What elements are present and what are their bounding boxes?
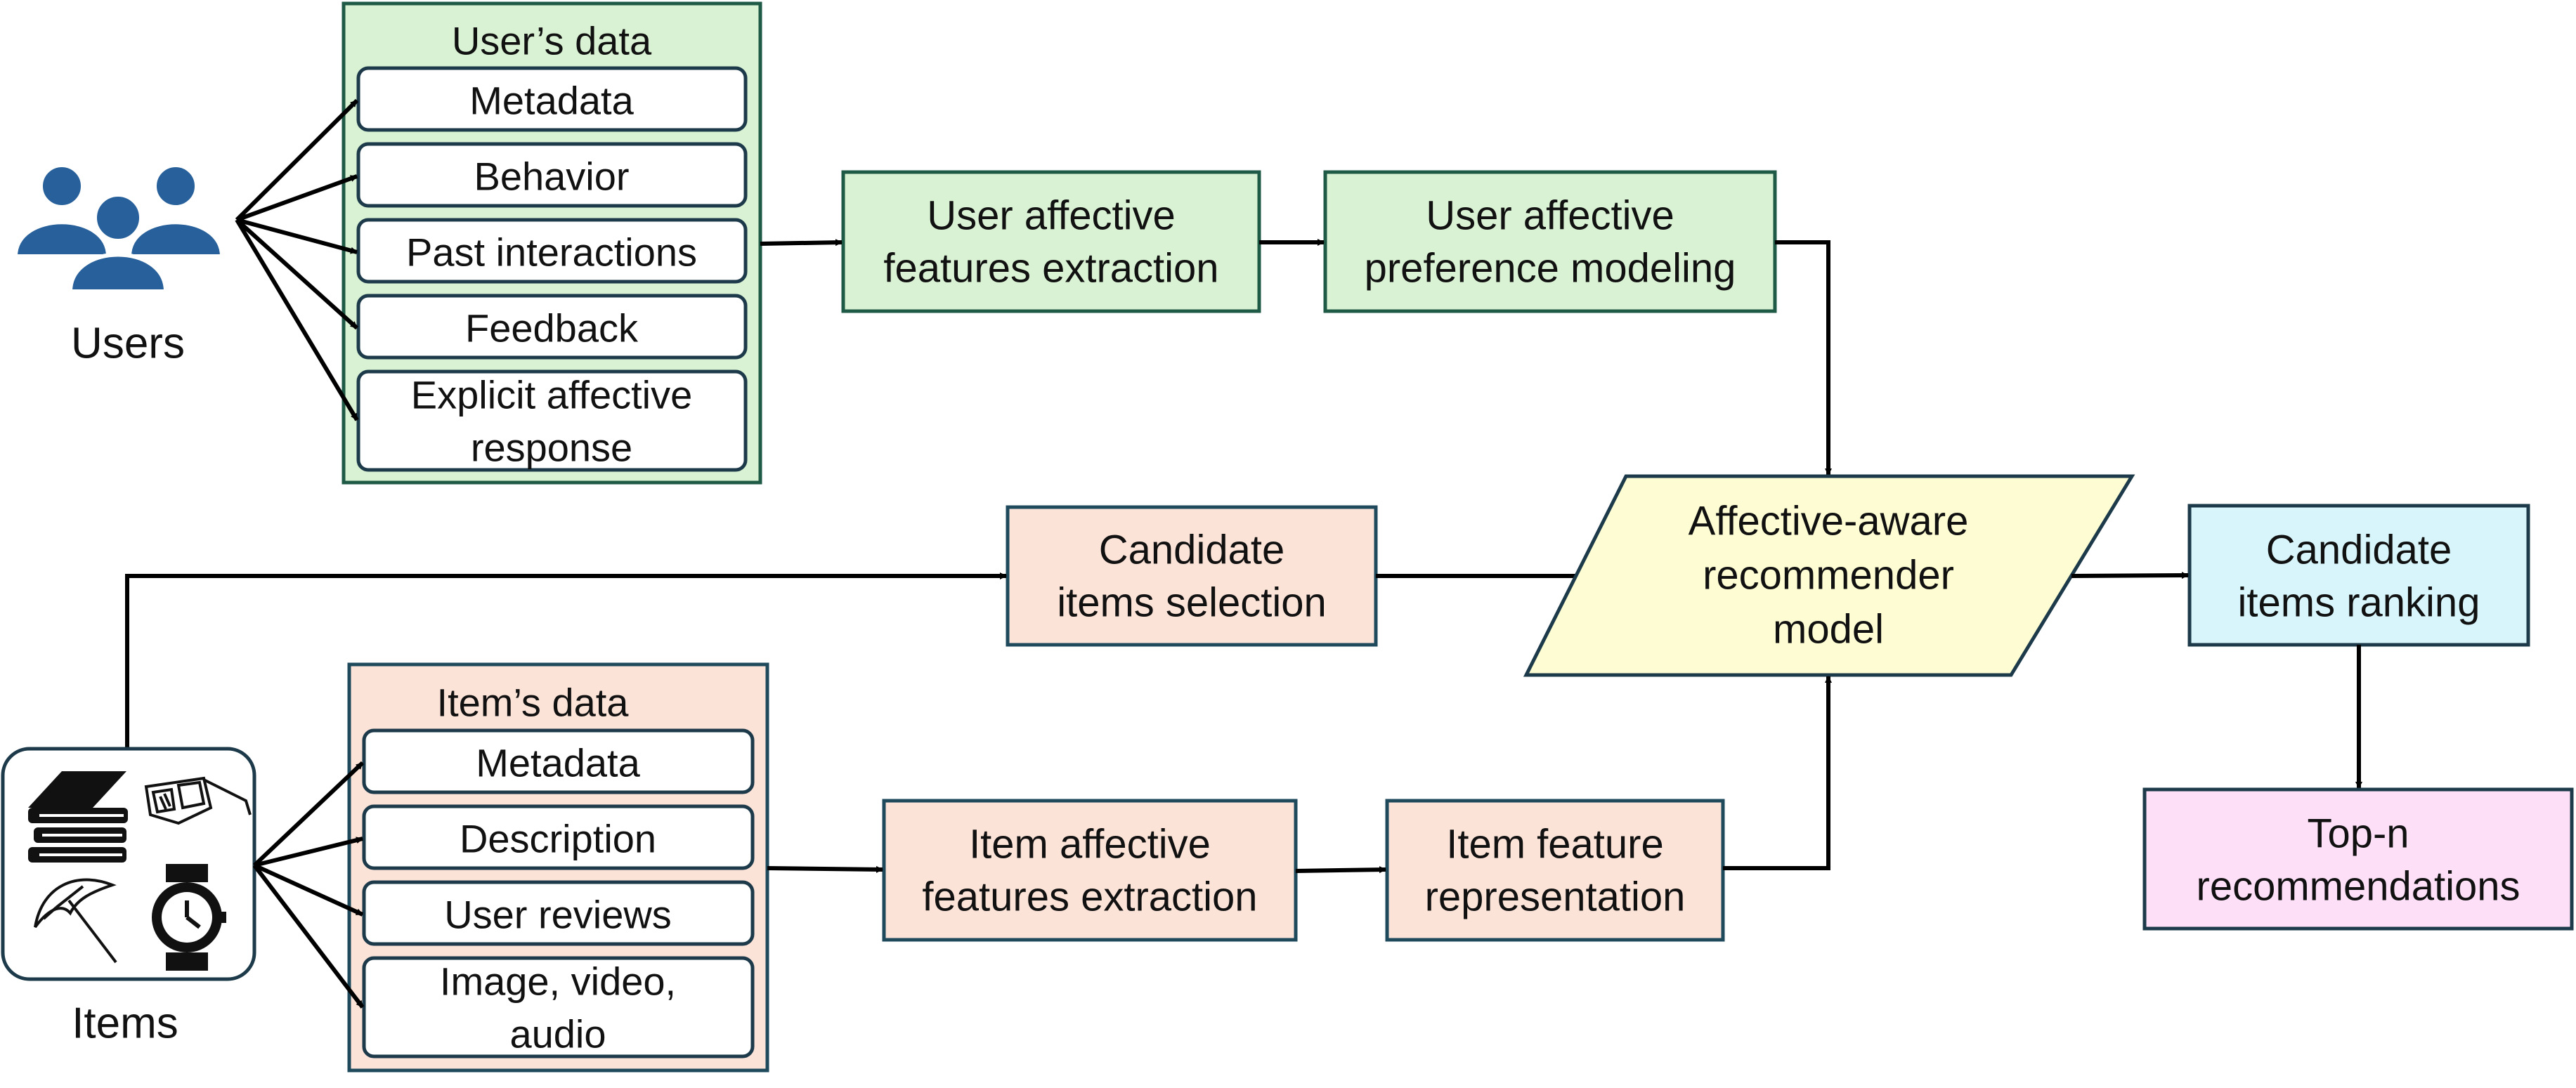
top-n-line-1: Top-n [2307,811,2409,857]
user-data-item-box [356,66,748,132]
user-affective-features-extraction-box [841,170,1261,313]
user-modeling-line-2: preference modeling [1365,246,1736,291]
user-data-item-behavior: Behavior [474,155,629,199]
item-data-item-description: Description [460,817,656,861]
user-affective-preference-modeling-box [1323,170,1777,313]
items-icons-box [1,747,256,981]
user-data-item-response: response [471,426,632,470]
arrow-modeling-to-model [1775,240,1832,476]
user-data-item-feedback: Feedback [465,306,639,350]
candidate-items-ranking-box [2187,504,2530,647]
wristwatch-icon [152,864,226,971]
item-data-panel: Item’s data Metadata Description User re… [347,662,769,1073]
item-representation-line-1: Item feature [1446,822,1663,867]
user-data-item-past-interactions: Past interactions [406,230,697,275]
candidate-selection-line-1: Candidate [1099,527,1284,573]
item-representation-line-2: representation [1425,874,1686,920]
arrow-items-to-candidate-selection [125,572,1007,747]
ranking-line-1: Candidate [2266,527,2452,573]
item-data-item-metadata: Metadata [476,741,640,785]
candidate-items-selection-box [1006,505,1378,647]
item-data-item-box [362,804,755,870]
item-extraction-line-2: features extraction [922,874,1257,920]
umbrella-icon [34,878,117,964]
affective-aware-recommender-model-box [1523,474,2135,677]
item-data-item-user-reviews: User reviews [444,893,672,937]
item-data-item-box [362,956,755,1058]
items-fan-arrows [252,761,365,1009]
top-n-line-2: recommendations [2197,864,2520,910]
items-label: Items [72,999,178,1048]
user-extraction-line-2: features extraction [883,246,1218,291]
user-data-panel: User’s data Metadata Behavior Past inter… [341,1,762,485]
arrow-item-data-to-extraction [767,865,883,873]
user-data-item-explicit-affective: Explicit affective [411,373,692,417]
arrow-model-to-ranking [2071,572,2189,579]
books-icon [28,771,128,863]
model-line-1: Affective-aware [1689,499,1969,544]
user-data-item-box [356,369,748,472]
top-n-recommendations-box [2142,787,2574,931]
users-group-icon [13,163,225,294]
item-data-title: Item’s data [437,681,630,725]
user-data-item-box [356,294,748,360]
ranking-line-2: items ranking [2238,580,2480,626]
user-data-item-box [356,218,748,284]
user-extraction-line-1: User affective [927,193,1176,239]
user-data-title: User’s data [452,19,652,63]
arrow-representation-to-model [1723,676,1832,870]
user-modeling-line-1: User affective [1426,193,1674,239]
item-data-item-image-video: Image, video, [440,959,676,1004]
arrow-extraction-to-representation [1295,866,1386,874]
item-extraction-line-1: Item affective [969,822,1211,867]
model-line-2: recommender [1703,553,1954,598]
model-line-3: model [1773,607,1884,653]
item-data-item-audio: audio [509,1012,606,1056]
item-feature-representation-box [1385,799,1725,942]
users-label: Users [71,320,185,368]
item-data-item-box [362,880,755,946]
user-data-item-box [356,142,748,208]
item-data-item-box [362,728,755,794]
arrow-user-data-to-extraction [760,239,843,247]
users-fan-arrows [235,98,359,421]
user-data-item-metadata: Metadata [469,79,634,123]
candidate-selection-line-2: items selection [1057,580,1327,626]
3d-glasses-icon [144,776,252,825]
